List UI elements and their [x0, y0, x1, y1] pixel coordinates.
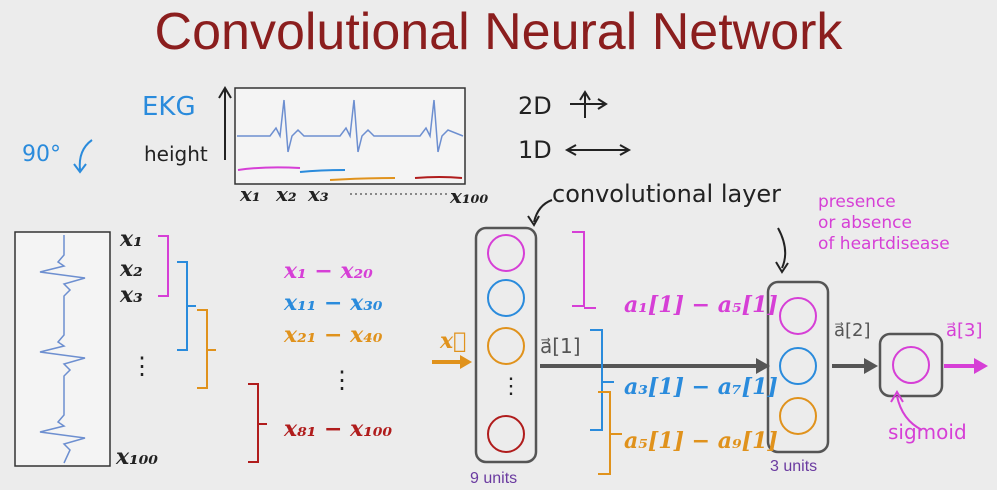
- window-segment-orange: [329, 177, 396, 181]
- layer2-units: 3 units: [770, 458, 818, 475]
- ekg-waveform-vertical: [39, 235, 86, 464]
- output-box: [878, 332, 944, 398]
- axis-x100: x₁₀₀: [450, 184, 489, 208]
- rotate-arrow-icon: [78, 139, 93, 171]
- window-last: x₈₁ − x₁₀₀: [284, 416, 393, 442]
- axis-x2: x₂: [276, 182, 297, 206]
- rotation-label: 90°: [22, 142, 61, 167]
- input-x2: x₂: [120, 256, 143, 282]
- layer2-neuron-1: [779, 297, 817, 335]
- window-1: x₁ − x₂₀: [284, 258, 373, 284]
- label-1d: 1D: [518, 136, 552, 164]
- output-range-2: a₃[1] − a₇[1]: [624, 374, 778, 400]
- out-bracket-orange: [598, 391, 611, 475]
- neuron-2: [487, 279, 525, 317]
- layer1-ellipsis: ⋮: [500, 374, 522, 399]
- window-segment-blue: [299, 169, 346, 173]
- window-2: x₁₁ − x₃₀: [284, 290, 383, 316]
- conv-layer-box: [474, 226, 538, 464]
- out-bracket-magenta: [572, 231, 585, 307]
- layer2-neuron-2: [779, 347, 817, 385]
- ekg-waveform-horizontal: [237, 99, 464, 153]
- axis-x1: x₁: [240, 182, 261, 206]
- layer2-box: [766, 280, 830, 454]
- layer2-neuron-3: [779, 397, 817, 435]
- window-segment-magenta: [237, 166, 301, 171]
- presence-note: presence or absence of heartdisease: [818, 192, 950, 255]
- presence-note-line-2: or absence: [818, 213, 912, 233]
- input-x1: x₁: [120, 226, 143, 252]
- ekg-label: EKG: [142, 92, 196, 122]
- conv-layer-pointer: [533, 199, 553, 223]
- label-2d: 2D: [518, 92, 552, 120]
- output-neuron: [892, 346, 930, 384]
- bracket-red: [248, 383, 259, 463]
- conv-layer-label: convolutional layer: [552, 180, 782, 208]
- window-ellipsis: ⋮: [330, 366, 354, 394]
- a3-label: a⃗[3]: [946, 320, 983, 341]
- output-range-1: a₁[1] − a₅[1]: [624, 292, 778, 318]
- neuron-1: [487, 234, 525, 272]
- input-vector-label: x⃗: [440, 328, 467, 354]
- page-title: Convolutional Neural Network: [154, 3, 843, 61]
- sigmoid-pointer: [896, 395, 923, 431]
- out-bracket-blue: [590, 329, 603, 431]
- presence-note-line-3: of heartdisease: [818, 234, 950, 254]
- a1-label: a⃗[1]: [540, 334, 581, 358]
- bracket-orange: [197, 309, 208, 389]
- sigmoid-label: sigmoid: [888, 420, 967, 444]
- height-label: height: [144, 142, 208, 166]
- bracket-blue: [177, 261, 188, 351]
- neuron-3: [487, 327, 525, 365]
- input-x3: x₃: [120, 282, 143, 308]
- window-segment-red: [414, 176, 463, 179]
- a2-label: a⃗[2]: [834, 320, 871, 341]
- input-ellipsis: ⋮: [130, 352, 154, 380]
- input-x100: x₁₀₀: [116, 444, 159, 470]
- layer1-units: 9 units: [470, 470, 518, 487]
- presence-note-line-1: presence: [818, 192, 896, 212]
- bracket-magenta: [158, 235, 169, 297]
- layer2-pointer: [777, 227, 787, 269]
- axis-x3: x₃: [308, 182, 329, 206]
- output-range-3: a₅[1] − a₉[1]: [624, 428, 778, 454]
- neuron-9: [487, 415, 525, 453]
- window-3: x₂₁ − x₄₀: [284, 322, 383, 348]
